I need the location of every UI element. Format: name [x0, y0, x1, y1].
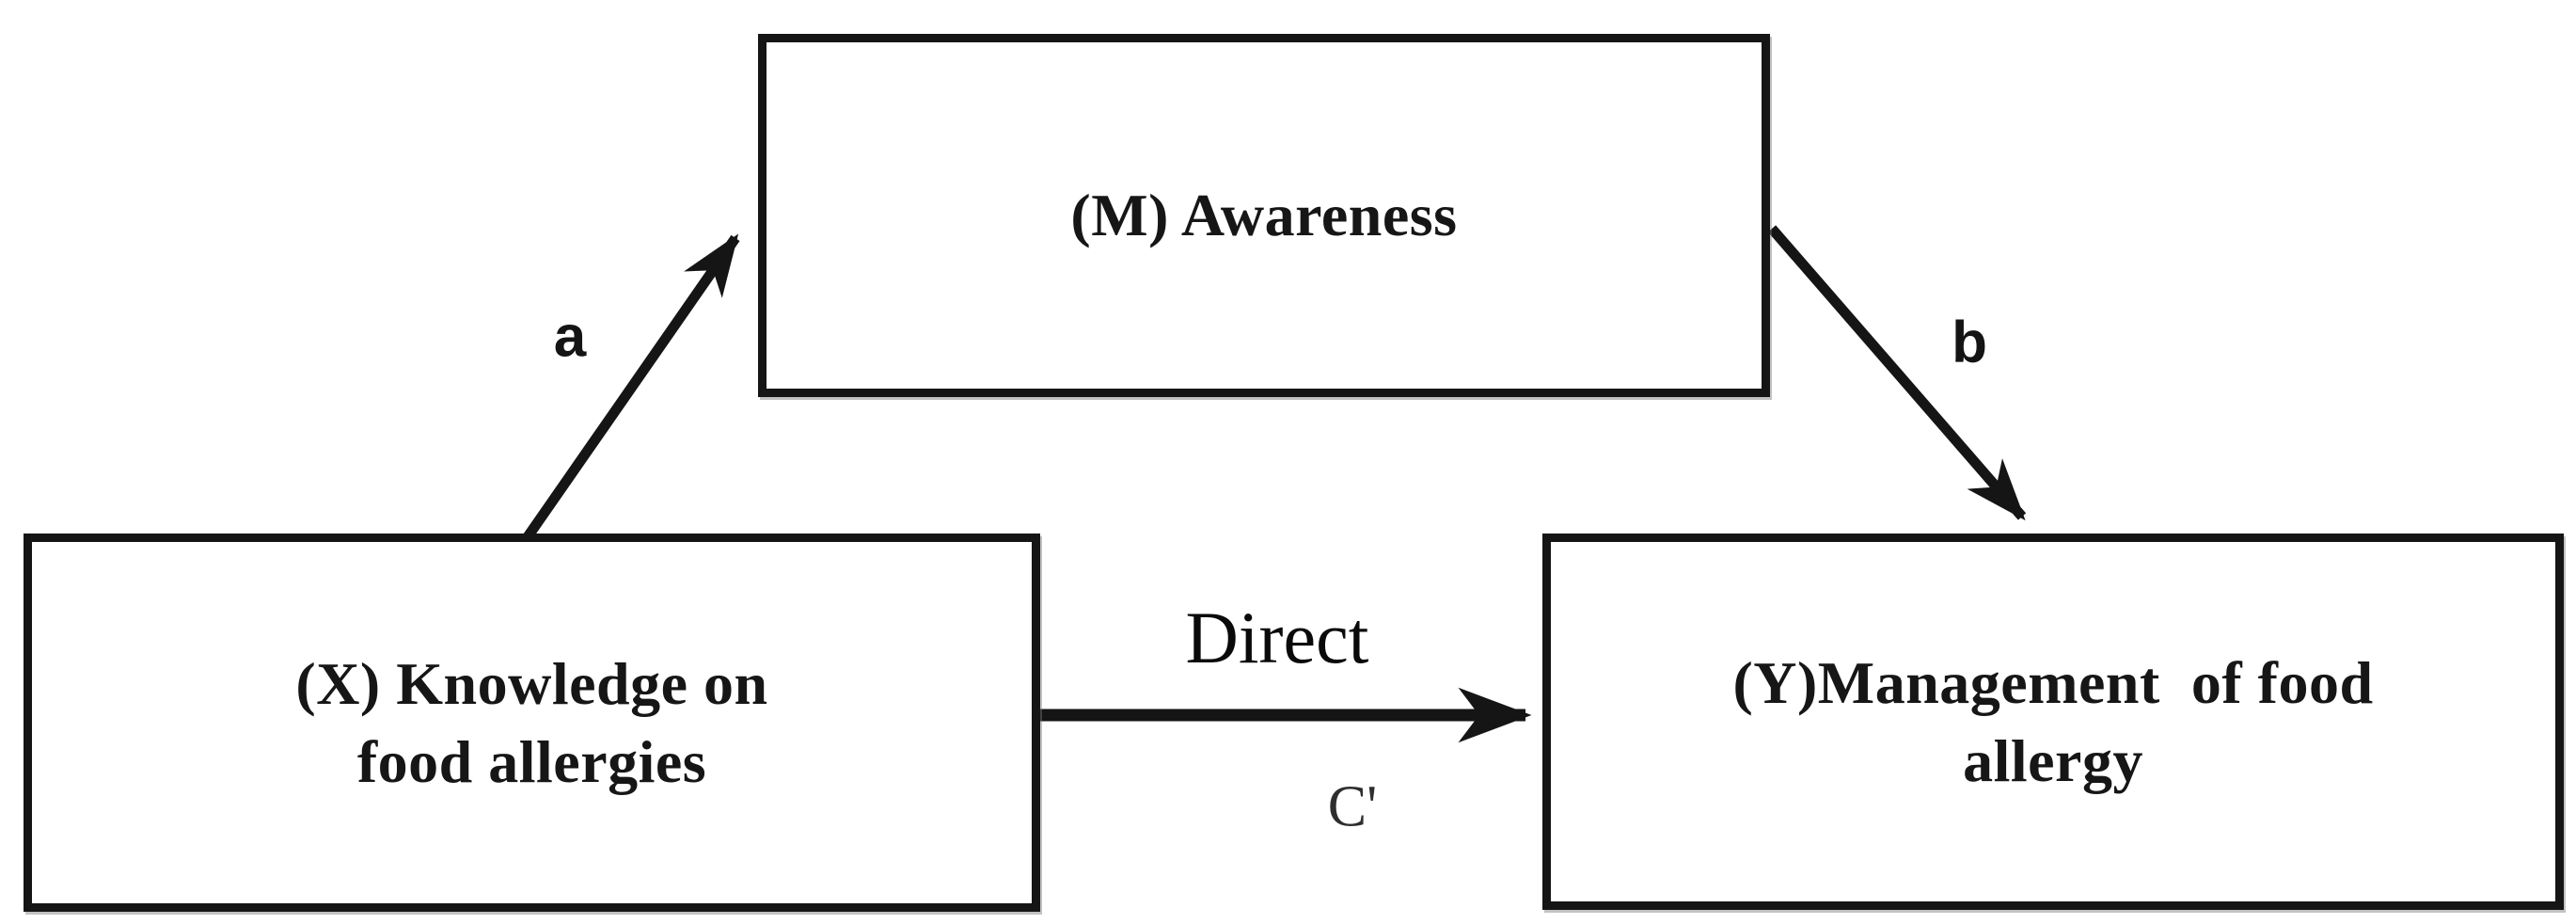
- edge-label-a: a: [553, 304, 587, 370]
- arrow-x-to-m: [522, 233, 740, 542]
- node-outcome-management: (Y)Management of food allergy: [1542, 534, 2564, 910]
- edge-label-c-prime: C': [1327, 774, 1378, 839]
- node-predictor-label-line2: food allergies: [356, 728, 707, 795]
- node-predictor-label-line1: (X) Knowledge on: [295, 649, 768, 717]
- node-outcome-label-line1: (Y)Management of food: [1732, 648, 2374, 716]
- node-mediator-label: (M) Awareness: [1070, 182, 1458, 249]
- node-mediator-awareness: (M) Awareness: [758, 34, 1770, 397]
- node-outcome-label-line2: allergy: [1963, 727, 2143, 794]
- node-predictor-knowledge: (X) Knowledge on food allergies: [24, 534, 1040, 912]
- edge-label-b: b: [1952, 310, 1987, 375]
- edge-label-direct: Direct: [1185, 597, 1369, 678]
- arrow-m-to-y: [1767, 225, 2027, 521]
